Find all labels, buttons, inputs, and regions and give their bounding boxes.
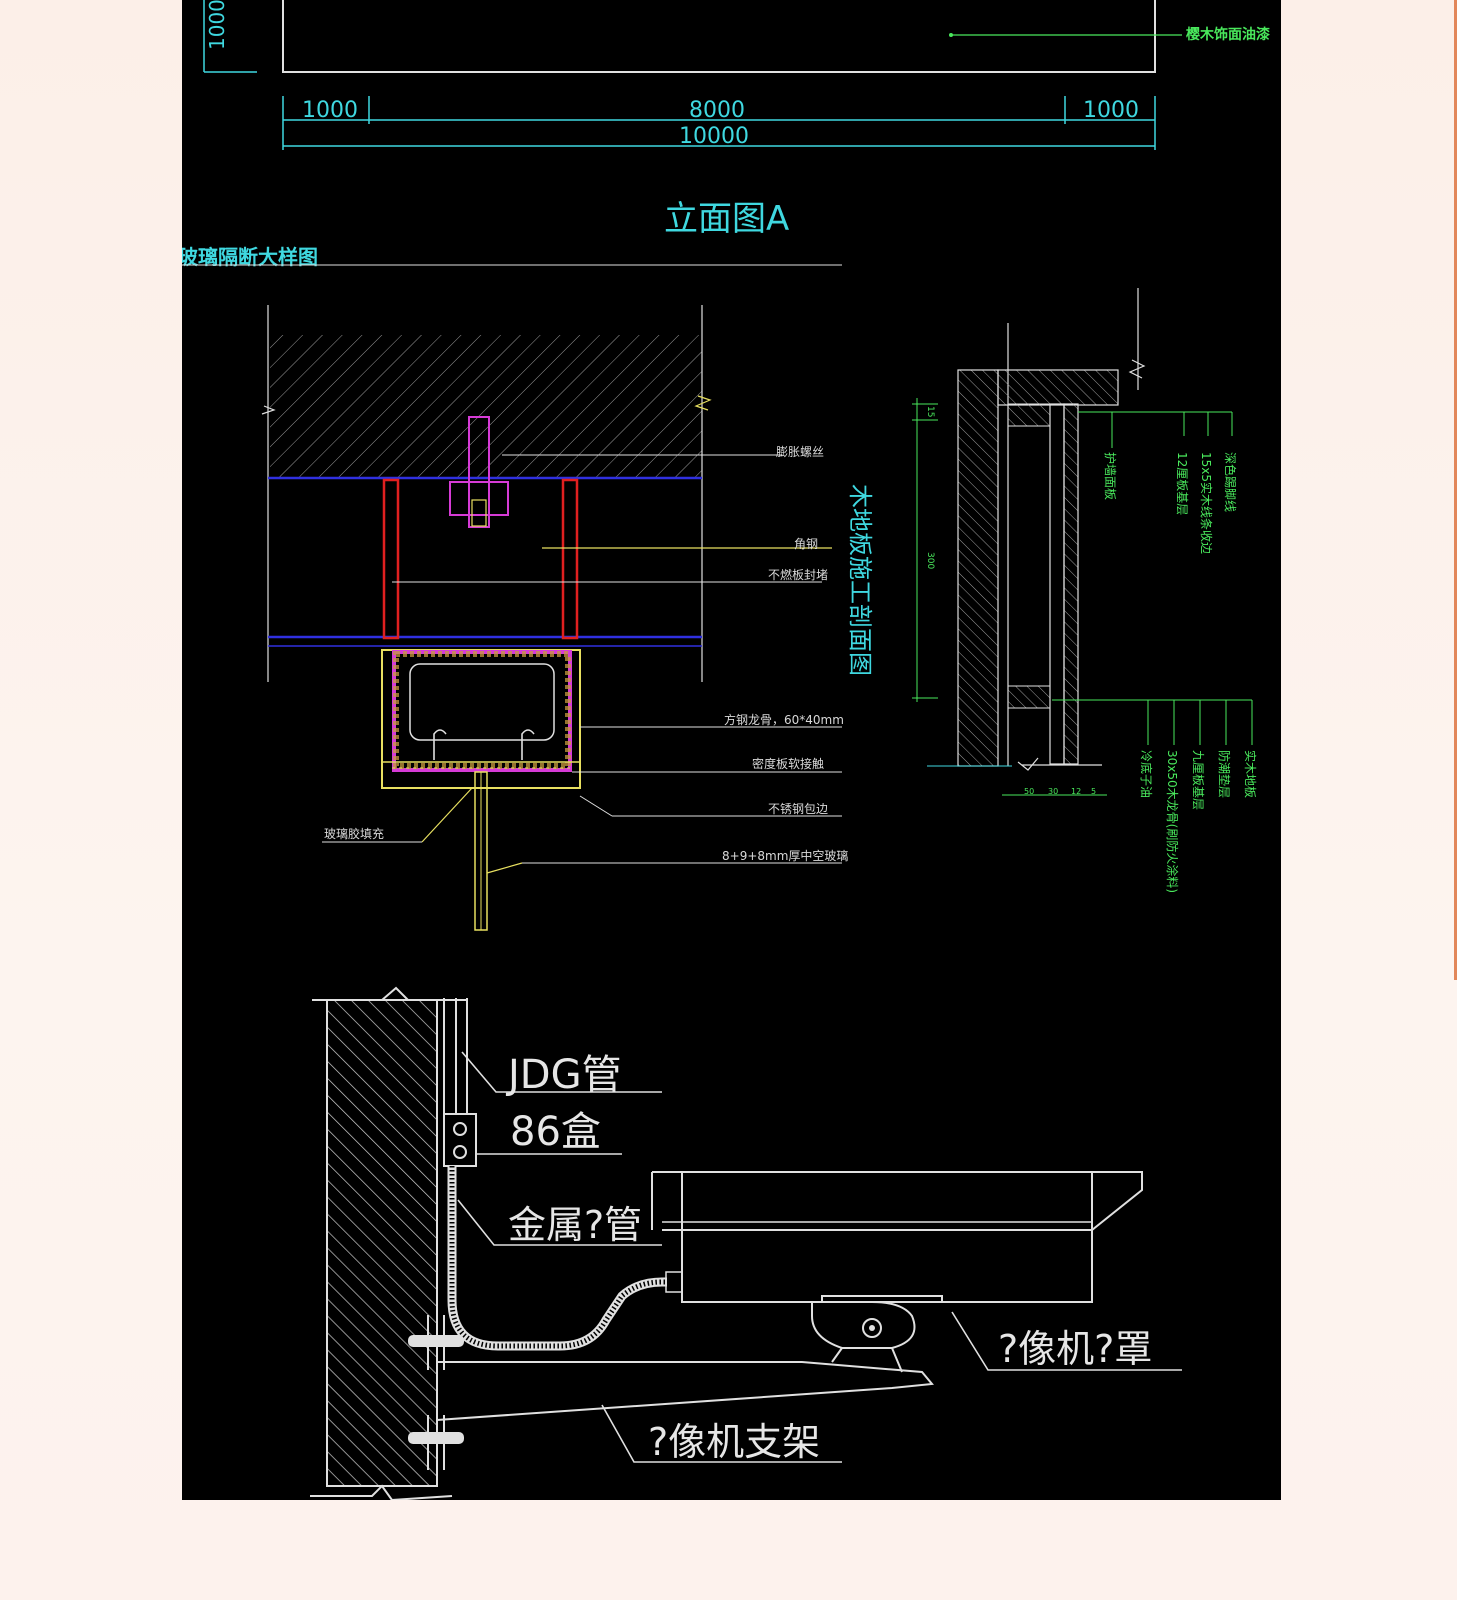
concrete-slab (270, 335, 702, 478)
elevation-frame (282, 0, 1156, 73)
floor-dim-b3: 12 (1071, 787, 1081, 796)
label-stainless-edge: 不锈钢包边 (768, 802, 828, 816)
camera-wall (326, 999, 438, 1487)
wood-floor-section: 木地板施工剖面图 15 300 50 30 12 5 (846, 288, 1258, 893)
floor-label-top-1: 15x5实木线条收边 (1199, 452, 1214, 554)
label-camera-housing: ?像机?罩 (998, 1327, 1152, 1371)
label-density-board: 密度板软接触 (752, 756, 824, 771)
floor-label-bottom-1: 防潮垫层 (1217, 750, 1232, 798)
floor-label-top-2: 12厘板基层 (1175, 452, 1189, 515)
wood-floor-title: 木地板施工剖面图 (846, 484, 874, 676)
label-glass-glue: 玻璃胶填充 (324, 826, 384, 841)
label-square-steel: 方钢龙骨，60*40mm (724, 712, 844, 727)
elevation-title: 立面图A (664, 199, 789, 239)
floor-dim-top: 15 (925, 406, 935, 417)
glass-partition-detail: 玻璃隔断大样图 (182, 245, 848, 931)
camera-housing (681, 1171, 1093, 1303)
elevation-a: 1000 樱木饰面油漆 1000 8000 1000 10000 立面图A (203, 0, 1270, 239)
floor-dim-b1: 50 (1024, 787, 1034, 796)
floor-label-bottom-3: 30x50木龙骨(刷防火涂料) (1165, 750, 1180, 893)
elevation-dim-total: 10000 (679, 124, 749, 149)
label-jdg-pipe: JDG管 (505, 1052, 622, 1098)
label-metal-pipe: 金属?管 (508, 1203, 642, 1247)
camera-mount-detail: JDG管 86盒 金属?管 ?像机?罩 ?像机支架 (310, 986, 1182, 1500)
elevation-side-dim: 1000 (205, 0, 229, 50)
floor-label-bottom-0: 实木地板 (1243, 750, 1258, 798)
elevation-dim-right: 1000 (1083, 98, 1139, 123)
cad-drawing: 1000 樱木饰面油漆 1000 8000 1000 10000 立面图A 玻璃… (182, 0, 1270, 1500)
elevation-note-right: 樱木饰面油漆 (1186, 26, 1270, 43)
floor-label-bottom-4: 冷底子油 (1139, 750, 1154, 798)
label-angle-steel: 角钢 (794, 537, 818, 551)
floor-label-top-0: 深色踢脚线 (1223, 452, 1238, 512)
label-fireproof-board: 不燃板封堵 (768, 567, 828, 582)
floor-dim-mid: 300 (925, 552, 935, 569)
cad-drawing-panel: 1000 樱木饰面油漆 1000 8000 1000 10000 立面图A 玻璃… (182, 0, 1281, 1500)
camera-bracket (436, 1361, 934, 1421)
elevation-dim-middle: 8000 (689, 98, 745, 123)
elevation-dim-left: 1000 (302, 98, 358, 123)
label-hollow-glass: 8+9+8mm厚中空玻璃 (722, 848, 848, 863)
floor-wall (957, 369, 999, 767)
label-expansion-bolt: 膨胀螺丝 (776, 445, 824, 459)
label-camera-bracket: ?像机支架 (648, 1420, 820, 1464)
label-86-box: 86盒 (510, 1109, 601, 1155)
floor-dim-b2: 30 (1048, 787, 1058, 796)
right-accent-strip (1454, 0, 1457, 980)
floor-dim-b4: 5 (1091, 787, 1096, 796)
floor-label-bottom-2: 九厘板基层 (1191, 750, 1205, 810)
floor-label-top-3: 护墙面板 (1103, 452, 1117, 500)
